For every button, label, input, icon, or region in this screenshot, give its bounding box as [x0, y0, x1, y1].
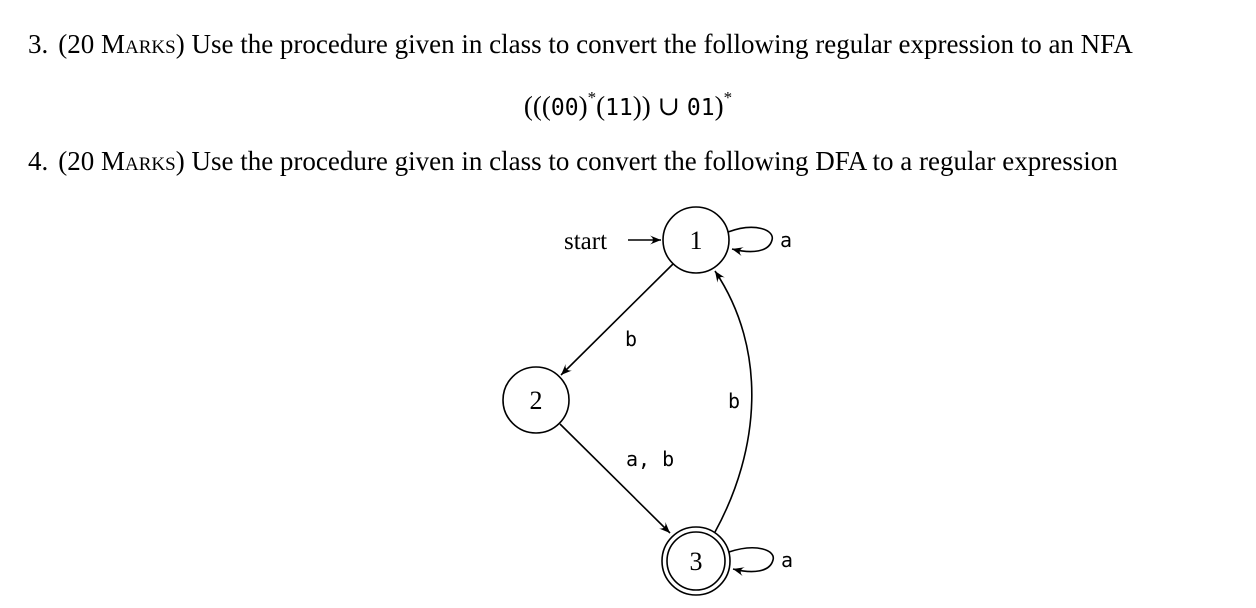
transition-3-1	[714, 270, 753, 533]
transition-2-3-label: a, b	[626, 447, 674, 471]
state-2: 2	[502, 366, 570, 434]
regular-expression: (((00)*(11)) ∪ 01)*	[0, 82, 1256, 124]
state-1: 1	[662, 206, 730, 274]
regex-paren: )	[578, 91, 588, 121]
question-4-marks-word: Marks	[101, 146, 176, 176]
transition-1-2-label: b	[625, 327, 637, 351]
regex-term-11: 11	[605, 95, 633, 121]
question-4-marks-open: (20	[58, 146, 101, 176]
state-2-label: 2	[530, 386, 543, 415]
question-4-text: Use the procedure given in class to conv…	[184, 146, 1118, 176]
state-3-accepting: 3	[661, 526, 731, 596]
question-3: 3. (20 Marks) Use the procedure given in …	[28, 28, 1133, 60]
question-4-number: 4.	[28, 146, 49, 176]
start-label: start	[564, 228, 607, 255]
state-1-label: 1	[690, 226, 703, 255]
transition-1-1-label: a	[780, 228, 792, 252]
question-4-marks-close: )	[175, 146, 185, 176]
regex-star: *	[587, 88, 597, 107]
question-3-marks-open: (20	[58, 29, 101, 59]
transition-3-1-label: b	[728, 389, 740, 413]
regex-paren: (((	[523, 91, 551, 121]
question-3-marks-close: )	[175, 29, 185, 59]
regex-star: *	[723, 88, 733, 107]
question-3-marks-word: Marks	[101, 29, 176, 59]
question-3-text: Use the procedure given in class to conv…	[184, 29, 1133, 59]
state-3-label: 3	[690, 547, 703, 576]
regex-term-01: 01	[686, 95, 715, 121]
transition-3-3	[728, 547, 774, 577]
regex-term-00: 00	[550, 95, 579, 121]
transition-1-1	[727, 226, 773, 257]
question-3-number: 3.	[28, 29, 49, 59]
regex-paren: (	[596, 91, 606, 121]
transition-1-2	[560, 263, 674, 376]
regex-union: )) ∪	[632, 91, 687, 121]
transition-2-3	[559, 423, 671, 534]
transition-3-3-label: a	[781, 548, 793, 572]
question-4: 4. (20 Marks) Use the procedure given in …	[28, 145, 1118, 177]
regex-paren: )	[714, 91, 724, 121]
